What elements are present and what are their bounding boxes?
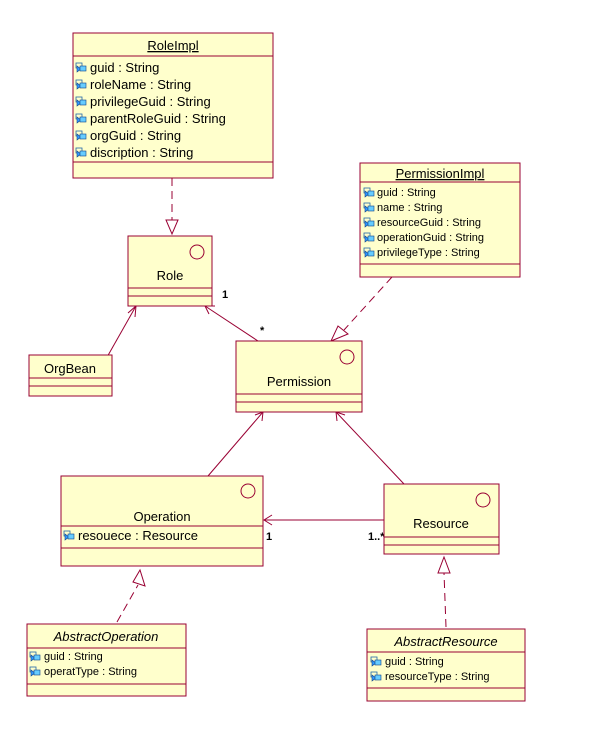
class-name: RoleImpl: [147, 38, 198, 53]
resource-operation-arrowhead: [263, 514, 273, 526]
attribute: orgGuid : String: [90, 128, 181, 143]
attribute: roleName : String: [90, 77, 191, 92]
attribute: parentRoleGuid : String: [90, 111, 226, 126]
attribute: guid : String: [44, 651, 103, 663]
class-permission: Permission: [235, 340, 363, 413]
class-abstractresource: AbstractResource guid : String resourceT…: [366, 628, 526, 702]
resource-generalization-arrowhead: [437, 555, 451, 574]
orgbean-role-arrowhead: [127, 304, 137, 318]
attribute: discription : String: [90, 145, 193, 160]
attribute: guid : String: [90, 60, 159, 75]
attribute: privilegeGuid : String: [90, 94, 211, 109]
multiplicity-permission-end: *: [260, 325, 265, 337]
multiplicity-operation-end: 1: [266, 531, 272, 543]
attribute: privilegeType : String: [377, 247, 480, 259]
class-name: Role: [157, 268, 184, 283]
multiplicity-resource-end: 1..*: [368, 531, 385, 543]
class-operation: Operation resouece : Resource: [60, 475, 264, 567]
class-roleimpl: RoleImpl guid : String roleName : String…: [72, 32, 274, 179]
attribute: guid : String: [385, 656, 444, 668]
interface-icon: [339, 349, 355, 365]
class-name: Operation: [133, 509, 190, 524]
attribute: resourceType : String: [385, 671, 490, 683]
class-role: Role: [127, 235, 213, 307]
attribute: name : String: [377, 202, 442, 214]
abstractoperation-generalization: [116, 584, 139, 623]
operation-generalization-arrowhead: [132, 568, 146, 587]
attribute: guid : String: [377, 187, 436, 199]
multiplicity-role-end: 1: [222, 289, 228, 301]
class-name: AbstractOperation: [53, 629, 159, 644]
interface-icon: [240, 483, 256, 499]
permission-role-association: [204, 305, 259, 342]
class-name: Permission: [267, 374, 331, 389]
interface-icon: [475, 492, 491, 508]
class-resource: Resource: [383, 483, 500, 555]
class-name: AbstractResource: [393, 634, 497, 649]
attribute: operatType : String: [44, 666, 137, 678]
class-permissionimpl: PermissionImpl guid : String name : Stri…: [359, 162, 521, 278]
abstractresource-generalization: [443, 572, 447, 628]
class-name: PermissionImpl: [396, 166, 485, 181]
class-abstractoperation: AbstractOperation guid : String operatTy…: [26, 623, 187, 697]
class-orgbean: OrgBean: [28, 354, 113, 397]
resource-permission-association: [335, 411, 405, 485]
interface-icon: [189, 244, 205, 260]
attribute: operationGuid : String: [377, 232, 484, 244]
attribute: resourceGuid : String: [377, 217, 481, 229]
operation-permission-association: [207, 411, 264, 477]
role-realization-arrowhead: [165, 219, 179, 236]
class-name: Resource: [413, 516, 469, 531]
permissionimpl-permission-realization: [343, 276, 393, 331]
attribute: resouece : Resource: [78, 528, 198, 543]
class-name: OrgBean: [44, 361, 96, 376]
permission-realization-arrowhead: [330, 325, 349, 342]
